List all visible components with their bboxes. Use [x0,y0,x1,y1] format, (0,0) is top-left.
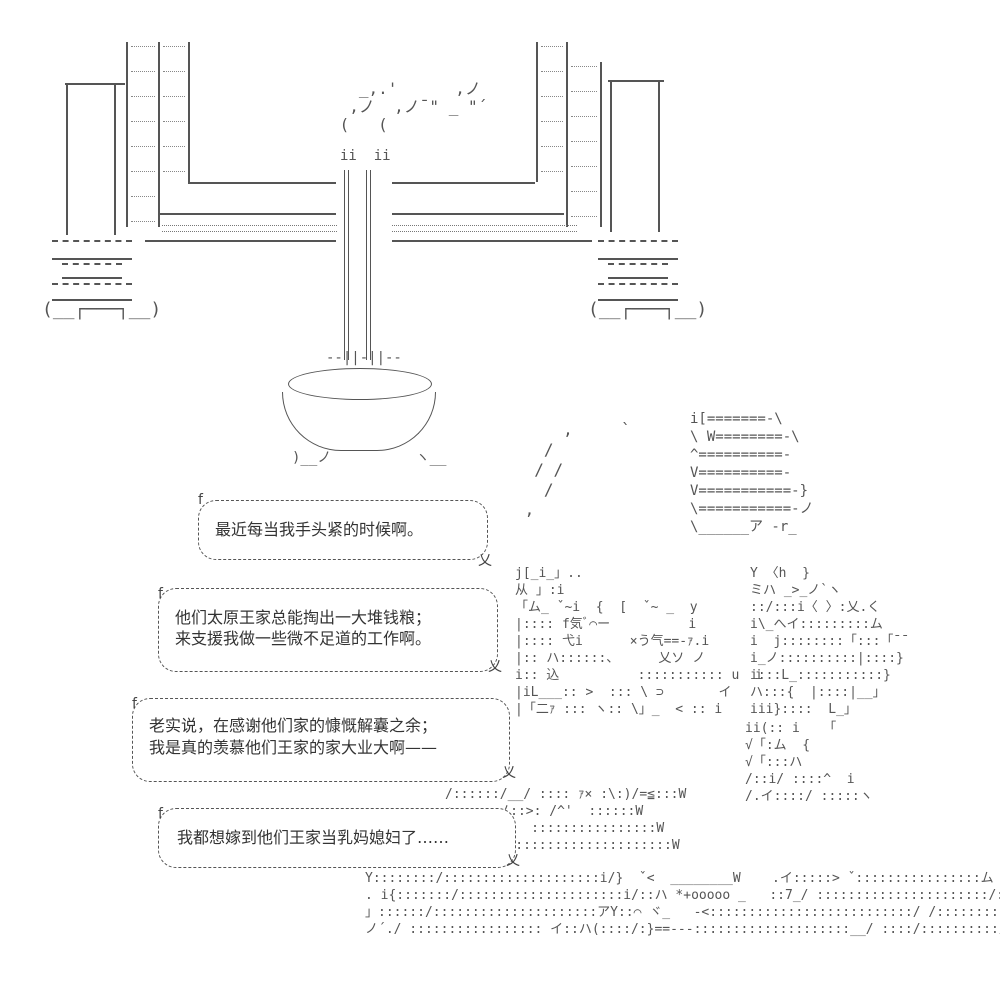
right-tower-roof [608,80,664,82]
base-step [52,283,132,301]
dialogue-line: 我是真的羡慕他们王家的家大业大啊—— [149,738,438,757]
beam-line [188,182,336,184]
chimney-pipe [366,170,367,360]
bubble-tail-mark: 乂 [478,553,492,569]
bubble-start-mark: f [198,492,203,508]
character-body-lower: Y::::::::/::::::::::::::::::::i/} ˇ< ___… [365,871,1000,937]
bubble-start-mark: f [158,586,163,602]
cauldron-rim [288,368,432,400]
beam-line [392,182,535,184]
character-hair-right: Y 〈h } ミハ _>_ノ`ヽ ::/:::i〈 〉:乂.く i\_へイ:::… [750,566,910,717]
right-tower-windows [566,62,602,227]
speech-bubble-1: 最近每当我手头紧的时候啊。 [198,500,488,560]
speech-bubble-2: 他们太原王家总能掏出一大堆钱粮； 来支援我做一些微不足道的工作啊。 [158,588,498,672]
bubble-start-mark: f [132,696,137,712]
bubble-tail-mark: 乂 [506,853,520,869]
character-arm: ii(:: i 「 √「:ム { √「:::ハ /::i/ ::::^ i /.… [745,721,873,804]
dialogue-line: 来支援我做一些微不足道的工作啊。 [175,629,432,648]
bubble-tail-mark: 乂 [502,765,516,781]
cauldron-body [282,392,436,451]
beam-line [160,213,336,215]
speech-bubble-4: 我都想嫁到他们王家当乳妈媳妇了…… [158,808,516,868]
left-tower-roof [65,83,125,85]
dialogue-line: 我都想嫁到他们王家当乳妈媳妇了…… [177,828,450,847]
left-tower-wall [66,85,68,235]
cauldron-neck: --||-||-- [326,350,402,366]
base-step [62,263,122,279]
left-tower-windows [158,42,190,182]
speech-bubble-3: 老实说，在感谢他们家的慷慨解囊之余； 我是真的羡慕他们王家的家大业大啊—— [132,698,510,782]
chimney-pipe [370,170,371,360]
base-foot: (__┌───┐__) [588,299,708,320]
dialogue-line: 老实说，在感谢他们家的慷慨解囊之余； [149,716,438,735]
chimney-pipe [348,170,349,360]
right-tower-windows [536,42,568,182]
character-hat: i[=======-\ \ W========-\ ^==========- V… [690,411,814,535]
smoke-tip: ii ii [340,148,391,164]
base-step [598,240,678,260]
cauldron-feet: )__ノ ヽ__ [292,450,447,466]
right-tower-wall [610,82,612,232]
right-tower-wall [658,82,660,232]
dialogue-line: 他们太原王家总能掏出一大堆钱粮； [175,608,432,627]
beam-dots [392,231,577,232]
beam-dots [162,231,337,232]
left-tower-windows [126,42,160,227]
base-step [52,240,132,260]
beam-line [392,213,564,215]
base-step [598,283,678,301]
bubble-start-mark: f [158,806,163,822]
base-step [608,263,668,279]
bubble-tail-mark: 乂 [488,659,502,675]
beam-dots [392,225,577,226]
smoke: _,.' ,ノ ,ノ ,ノ¯" _ "´ ( ( [339,79,488,134]
speed-lines: , ` / / / / , [524,420,631,519]
beam-dots [162,225,337,226]
base-foot: (__┌───┐__) [42,299,162,320]
dialogue-line: 最近每当我手头紧的时候啊。 [215,520,424,539]
chimney-pipe [344,170,345,360]
left-tower-wall [114,85,116,235]
beam-line [145,240,336,242]
beam-line [392,240,592,242]
character-face: j[_i_」.. 从 」:i 「ム_ ˇ~i { [ ˇ~ _ y |:::: … [515,566,763,717]
